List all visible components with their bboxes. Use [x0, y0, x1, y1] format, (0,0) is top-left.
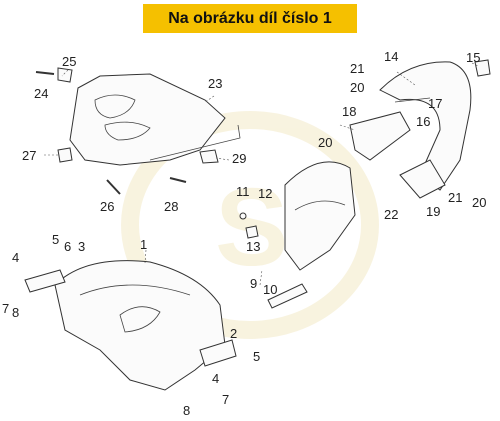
screw-28[interactable]	[169, 177, 187, 183]
bracket-2-right[interactable]	[199, 339, 237, 367]
inner-fender[interactable]	[284, 161, 356, 271]
label-8-left: 8	[12, 305, 19, 320]
label-15: 15	[466, 50, 480, 65]
label-11: 11	[236, 184, 250, 199]
label-14: 14	[384, 49, 398, 64]
label-13: 13	[246, 239, 260, 254]
reflector-10[interactable]	[267, 283, 308, 309]
label-6: 6	[64, 239, 71, 254]
label-29: 29	[232, 151, 246, 166]
label-21-top: 21	[350, 61, 364, 76]
front-shield-cover[interactable]	[69, 73, 241, 166]
label-19: 19	[426, 204, 440, 219]
part-labels: 25 24 23 27 26 28 29 14 15 21 20 18 17 1…	[2, 49, 486, 418]
label-4-left: 4	[12, 250, 19, 265]
label-7-right: 7	[222, 392, 229, 407]
cover-19[interactable]	[399, 159, 446, 199]
leader-lines	[44, 62, 479, 286]
label-20-top: 20	[350, 80, 364, 95]
header-title: Na obrázku díl číslo 1	[168, 9, 332, 27]
bracket-3-left[interactable]	[24, 269, 66, 293]
screw-11[interactable]	[239, 212, 247, 220]
rear-mudguard-14[interactable]	[379, 61, 472, 191]
label-28: 28	[164, 199, 178, 214]
label-22: 22	[384, 207, 398, 222]
header-banner: Na obrázku díl číslo 1	[143, 4, 357, 33]
label-20-mid: 20	[318, 135, 332, 150]
label-4-right: 4	[212, 371, 219, 386]
label-17: 17	[428, 96, 442, 111]
screw-26[interactable]	[106, 179, 121, 195]
label-18: 18	[342, 104, 356, 119]
label-1: 1	[140, 237, 147, 252]
label-27: 27	[22, 148, 36, 163]
bracket-29[interactable]	[199, 149, 219, 164]
label-2: 2	[230, 326, 237, 341]
label-21-bot: 21	[448, 190, 462, 205]
label-20-bot: 20	[472, 195, 486, 210]
clip-27[interactable]	[57, 147, 73, 163]
watermark-logo: S	[121, 111, 379, 339]
label-10: 10	[263, 282, 277, 297]
label-26: 26	[100, 199, 114, 214]
label-25: 25	[62, 54, 76, 69]
label-23: 23	[208, 76, 222, 91]
label-7-left: 7	[2, 301, 9, 316]
label-9: 9	[250, 276, 257, 291]
label-12: 12	[258, 186, 272, 201]
label-24: 24	[34, 86, 48, 101]
clip-13[interactable]	[245, 225, 259, 239]
label-8-right: 8	[183, 403, 190, 418]
label-16: 16	[416, 114, 430, 129]
label-3: 3	[78, 239, 85, 254]
bracket-15[interactable]	[474, 59, 491, 77]
front-mudguard-part-1[interactable]	[54, 260, 226, 391]
mount-18[interactable]	[349, 111, 411, 161]
label-5-left: 5	[52, 232, 59, 247]
label-5-right: 5	[253, 349, 260, 364]
screw-24[interactable]	[35, 67, 73, 83]
